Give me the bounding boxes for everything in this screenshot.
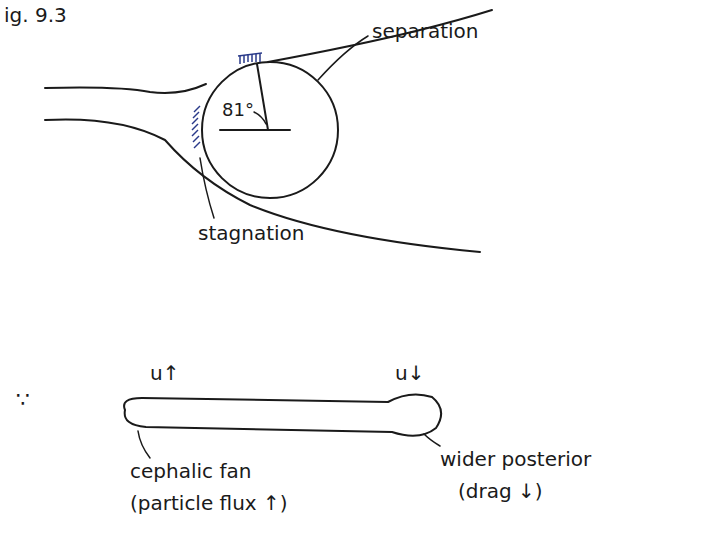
cylinder xyxy=(202,62,338,198)
leader-line xyxy=(138,431,150,458)
leader-line xyxy=(318,36,368,80)
angle-arc xyxy=(254,112,266,124)
separation-hatch xyxy=(238,53,262,64)
angle-label: 81° xyxy=(222,100,254,120)
note-label: (drag ↓) xyxy=(458,480,543,502)
angle-line xyxy=(257,64,268,130)
stagnation-label: stagnation xyxy=(198,222,304,244)
note-label: (particle flux ↑) xyxy=(130,492,288,514)
posterior-label: wider posterior xyxy=(440,448,591,470)
velocity-label: u↑ xyxy=(150,362,179,384)
streamline xyxy=(268,10,492,62)
leader-line xyxy=(200,158,214,218)
velocity-label: u↓ xyxy=(395,362,424,384)
streamline xyxy=(45,84,206,93)
angle-line xyxy=(220,129,290,131)
figure-title: ig. 9.3 xyxy=(4,4,67,26)
leader-line xyxy=(424,434,440,446)
because-symbol: ∵ xyxy=(16,388,30,412)
cephalic-fan-label: cephalic fan xyxy=(130,460,251,482)
larva-outline xyxy=(124,394,441,435)
separation-label: separation xyxy=(372,20,478,42)
stagnation-hatch xyxy=(192,106,200,148)
streamline xyxy=(45,119,480,252)
